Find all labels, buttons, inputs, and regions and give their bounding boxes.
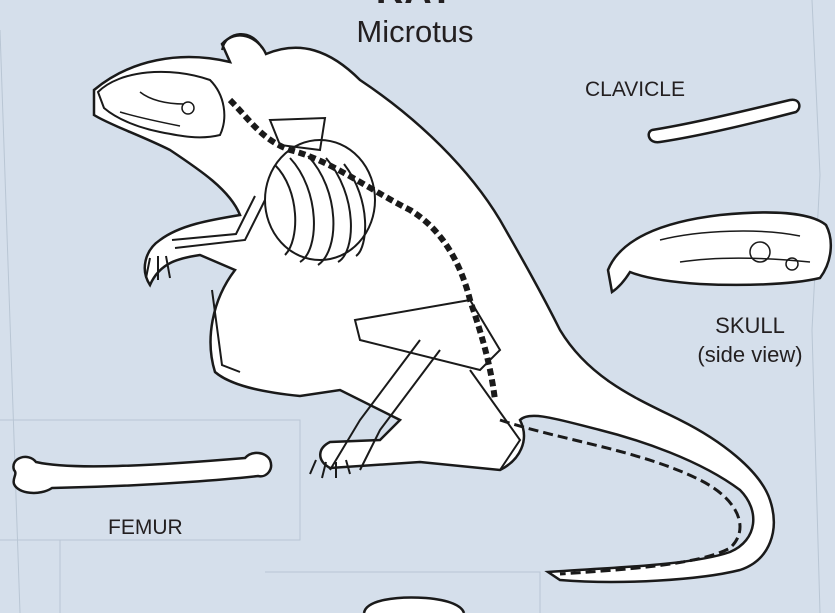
page-title: RAT [330,0,500,13]
femur-label: FEMUR [108,516,183,540]
page-subtitle: Microtus [330,14,500,50]
skull-label: SKULL [690,313,810,339]
femur-bone [13,453,271,493]
rat-silhouette [94,35,774,582]
clavicle-bone [649,100,800,142]
bottom-bone-partial [364,598,464,613]
clavicle-label: CLAVICLE [585,78,685,102]
skull-side-view [608,212,831,292]
skull-view-label: (side view) [680,342,820,368]
rat-body [94,34,774,582]
